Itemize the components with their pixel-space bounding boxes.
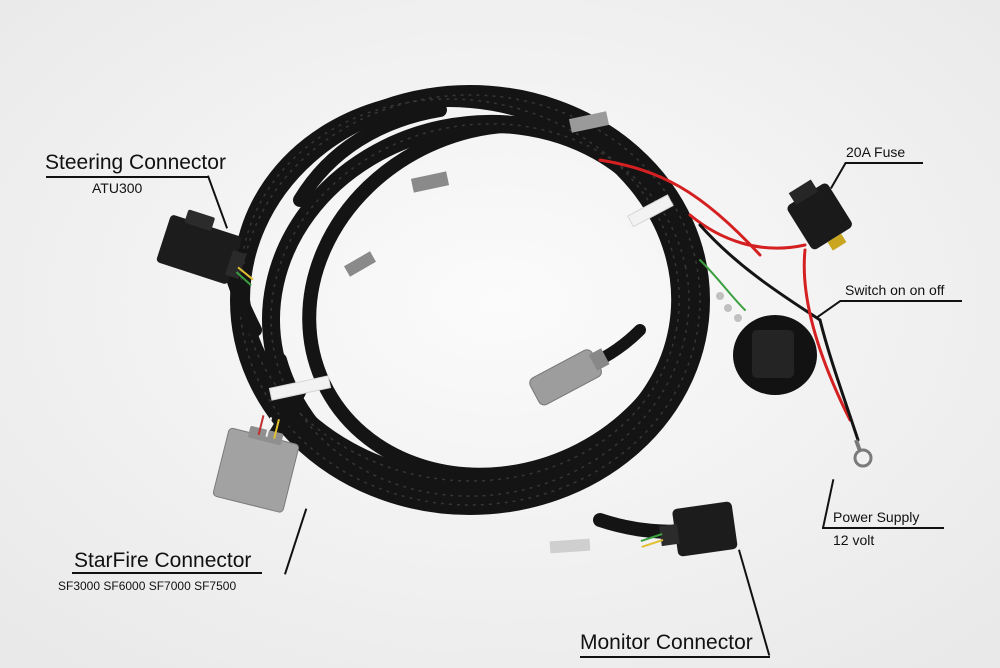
switch-label: Switch on on off [845, 282, 945, 298]
starfire-connector-label: StarFire Connector [74, 549, 252, 572]
switch-leader-horizontal [840, 300, 962, 302]
steering-connector-label: Steering Connector [45, 151, 226, 174]
power-leader-horizontal [822, 527, 944, 529]
fuse-leader-horizontal [845, 162, 923, 164]
steering-connector [156, 209, 254, 287]
starfire-connector-models: SF3000 SF6000 SF7000 SF7500 [58, 579, 237, 593]
power-wires [598, 158, 860, 442]
cable-ties [268, 111, 674, 554]
monitor-leader-horizontal [580, 656, 770, 658]
fuse-label: 20A Fuse [846, 144, 906, 160]
power-supply-label: Power Supply [833, 509, 920, 525]
steering-leader-horizontal [46, 176, 208, 178]
monitor-connector-label: Monitor Connector [580, 631, 753, 654]
rocker-switch [716, 292, 817, 395]
center-gray-connector [529, 348, 610, 406]
starfire-leader-horizontal [72, 572, 262, 574]
fuse-holder [787, 179, 852, 251]
power-supply-voltage: 12 volt [833, 532, 875, 548]
steering-connector-model: ATU300 [92, 180, 143, 196]
monitor-connector [640, 501, 738, 557]
ring-terminal [853, 439, 873, 468]
starfire-connector [212, 415, 300, 513]
